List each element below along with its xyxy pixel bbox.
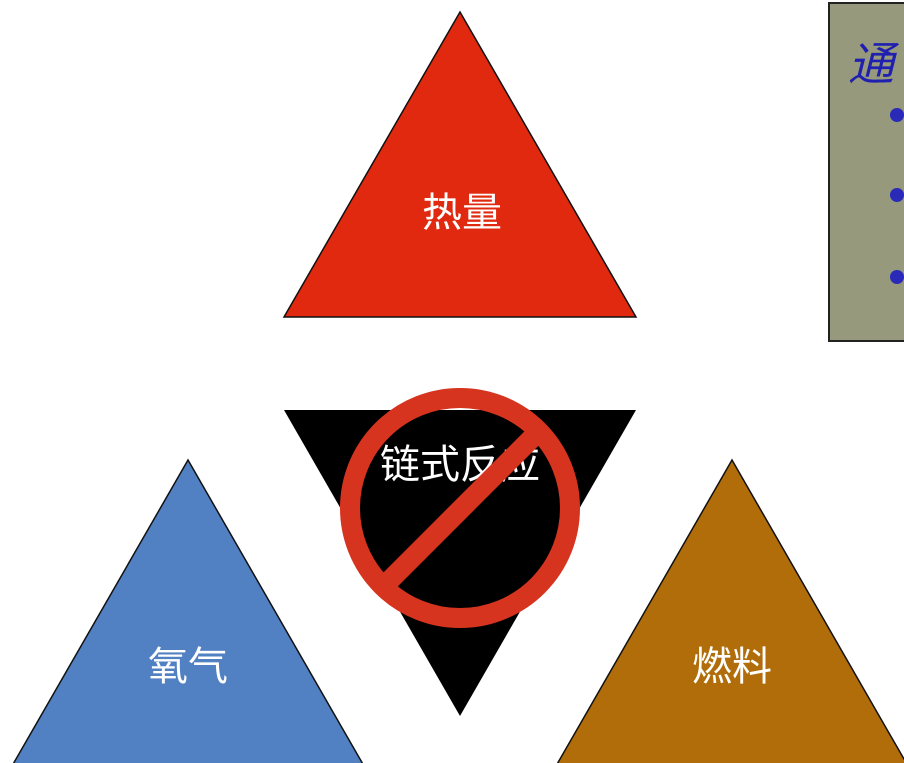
- bullet-icon: [890, 108, 904, 122]
- bullet-icon: [890, 188, 904, 202]
- heat-label: 热量: [422, 190, 502, 236]
- fuel-label: 燃料: [692, 644, 772, 690]
- bullet-icon: [890, 270, 904, 284]
- info-box: 通: [828, 2, 904, 342]
- fuel-triangle: [556, 458, 904, 763]
- chain-reaction-triangle: [284, 410, 636, 716]
- prohibition-icon: [340, 388, 580, 628]
- info-title: 通: [848, 37, 894, 91]
- oxygen-label: 氧气: [148, 644, 228, 690]
- heat-triangle: [282, 10, 638, 318]
- oxygen-triangle: [12, 458, 364, 763]
